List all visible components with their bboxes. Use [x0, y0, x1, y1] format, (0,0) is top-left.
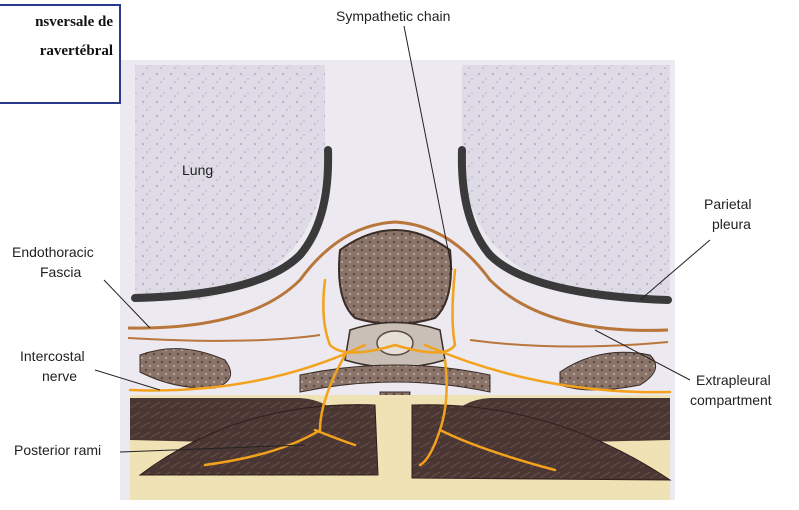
- label-endothoracic-1: Endothoracic: [12, 242, 94, 262]
- spinal-cord: [377, 331, 413, 355]
- label-intercostal-2: nerve: [42, 366, 77, 386]
- caption-line-2: ravertébral: [40, 43, 113, 60]
- label-posterior-rami: Posterior rami: [14, 440, 101, 460]
- label-extrapleural-2: compartment: [690, 390, 772, 410]
- label-extrapleural-1: Extrapleural: [696, 370, 771, 390]
- label-parietal-1: Parietal: [704, 194, 751, 214]
- vertebral-body: [339, 230, 451, 324]
- label-sympathetic-chain: Sympathetic chain: [336, 6, 450, 26]
- label-parietal-2: pleura: [712, 214, 751, 234]
- label-lung: Lung: [182, 160, 213, 180]
- label-endothoracic-2: Fascia: [40, 262, 81, 282]
- caption-box: nsversale de ravertébral: [0, 4, 121, 104]
- caption-line-1: nsversale de: [35, 14, 113, 31]
- label-intercostal-1: Intercostal: [20, 346, 85, 366]
